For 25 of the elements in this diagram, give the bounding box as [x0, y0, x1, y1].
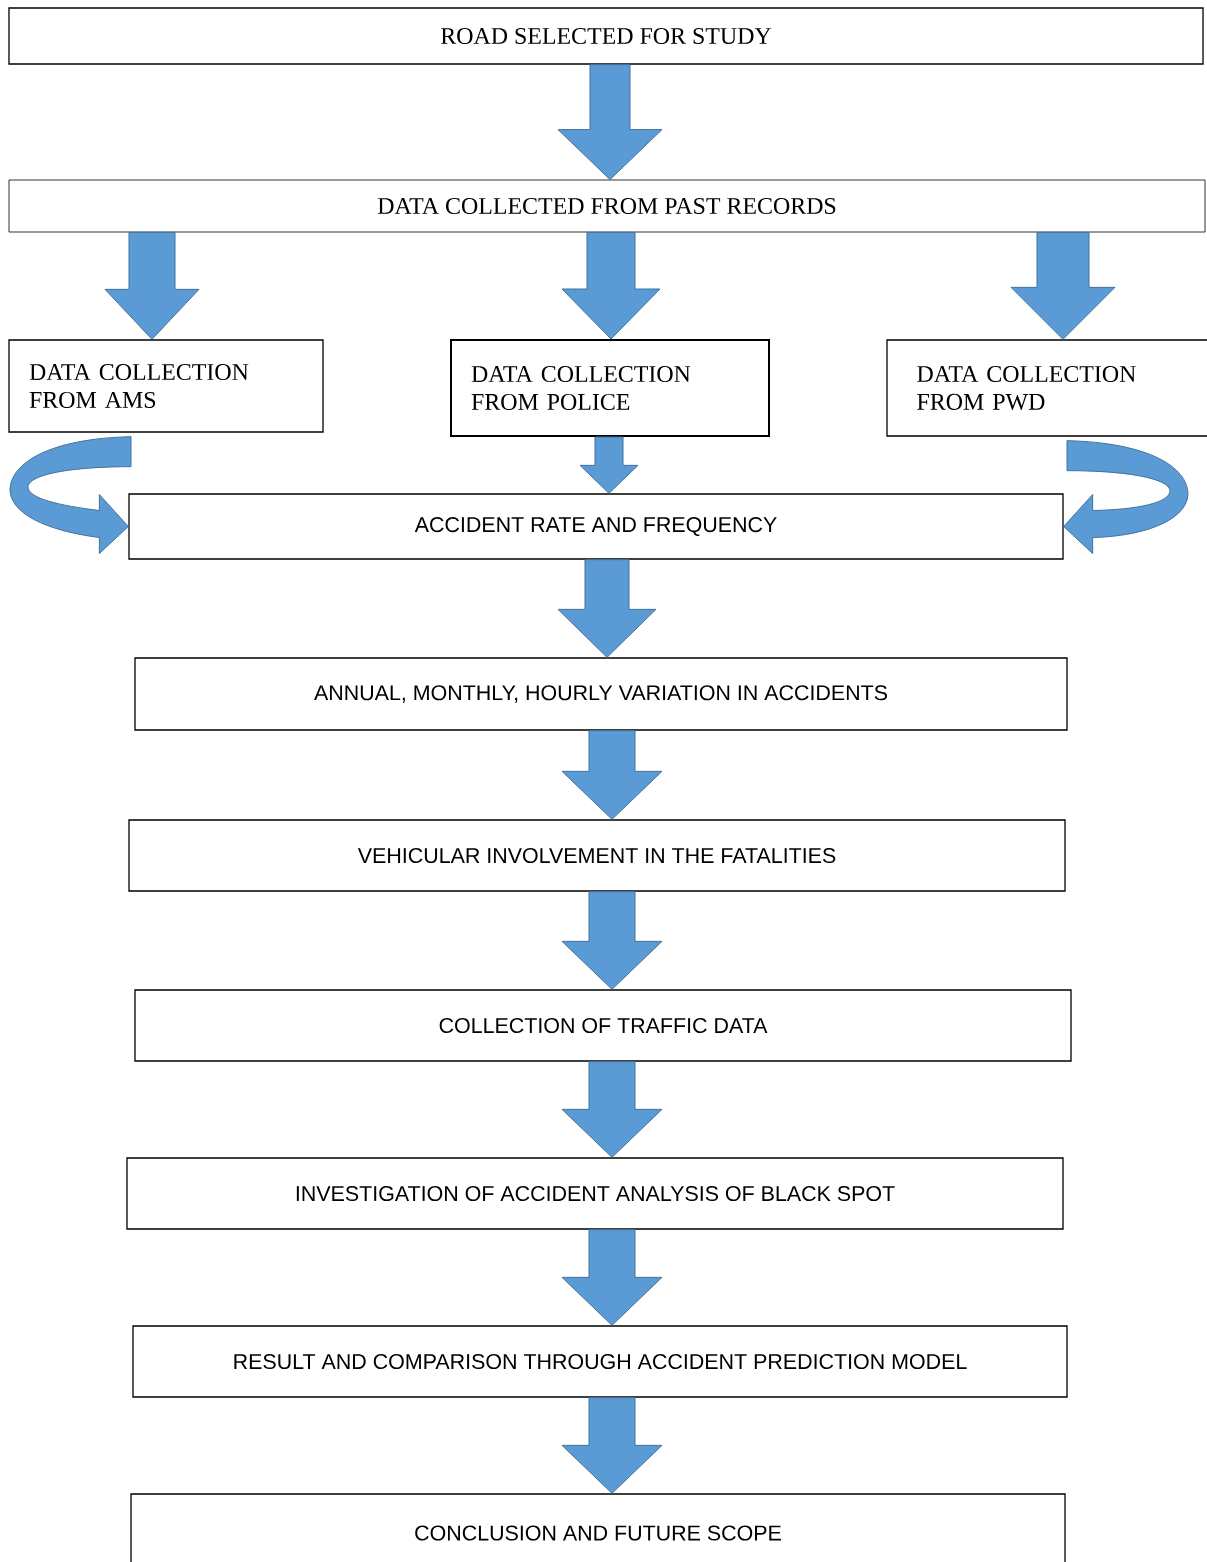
process-box: DATA COLLECTION FROM POLICE [450, 339, 770, 437]
block-arrow [104, 231, 200, 340]
process-box: ACCIDENT RATE AND FREQUENCY [128, 493, 1064, 560]
block-arrow [561, 231, 661, 340]
process-box: COLLECTION OF TRAFFIC DATA [134, 989, 1072, 1062]
block-arrow [1063, 440, 1189, 554]
process-box: CONCLUSION AND FUTURE SCOPE [130, 1493, 1066, 1562]
process-box: DATA COLLECTION FROM PWD [886, 339, 1207, 437]
process-box: ROAD SELECTED FOR STUDY [8, 7, 1204, 65]
process-box: DATA COLLECTED FROM PAST RECORDS [8, 179, 1206, 233]
block-arrow [557, 64, 663, 181]
process-box: DATA COLLECTION FROM AMS [8, 339, 324, 433]
block-arrow [9, 436, 132, 554]
block-arrow [561, 891, 663, 990]
block-arrow [561, 1397, 663, 1494]
block-arrow [561, 730, 663, 820]
block-arrow [561, 1229, 663, 1326]
block-arrow [1010, 231, 1116, 340]
block-arrow [579, 436, 639, 494]
process-box: ANNUAL, MONTHLY, HOURLY VARIATION IN ACCIDENTS [134, 657, 1068, 731]
process-box: VEHICULAR INVOLVEMENT IN THE FATALITIES [128, 819, 1066, 892]
block-arrow [561, 1061, 663, 1158]
process-box: INVESTIGATION OF ACCIDENT ANALYSIS OF BLACK SPOT [126, 1157, 1064, 1230]
block-arrow [557, 559, 657, 658]
process-box: RESULT AND COMPARISON THROUGH ACCIDENT PREDICTION MODEL [132, 1325, 1068, 1398]
